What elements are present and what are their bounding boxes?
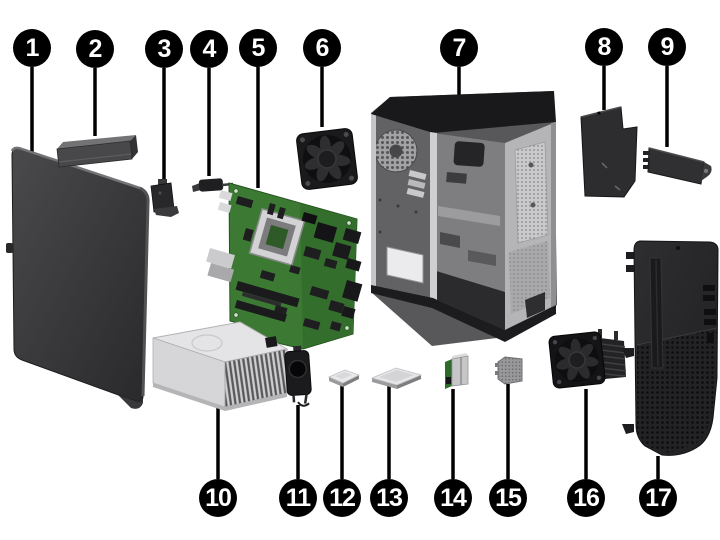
access-panel <box>6 146 150 409</box>
callout-1: 1 <box>13 29 51 67</box>
callout-5-label: 5 <box>251 33 266 62</box>
system-board <box>206 182 363 350</box>
callout-17: 17 <box>639 479 677 517</box>
callout-9: 9 <box>648 28 686 66</box>
leader-lines <box>30 66 669 479</box>
callout-2-label: 2 <box>88 34 103 63</box>
hood-sensor-switch <box>150 179 179 217</box>
expansion-slots <box>234 281 300 323</box>
callout-16-label: 16 <box>573 483 600 512</box>
callout-10-label: 10 <box>205 483 232 512</box>
module-with-bracket <box>445 353 469 389</box>
panel-latch-nub <box>6 243 13 253</box>
callout-14-label: 14 <box>440 483 467 512</box>
callout-8: 8 <box>585 28 623 66</box>
callout-5: 5 <box>239 29 277 67</box>
rear-fan-vent <box>374 129 418 173</box>
callout-13-label: 13 <box>376 483 403 512</box>
callout-9-label: 9 <box>660 32 675 61</box>
callout-6: 6 <box>303 29 341 67</box>
rear-io-connectors <box>206 190 235 283</box>
callout-14: 14 <box>434 479 472 517</box>
callout-12-label: 12 <box>329 483 356 512</box>
callout-11-label: 11 <box>285 483 311 512</box>
callout-6-label: 6 <box>315 33 330 62</box>
callout-13: 13 <box>370 479 408 517</box>
callout-11: 11 <box>279 479 317 517</box>
power-supply <box>152 321 289 411</box>
chassis <box>371 91 557 346</box>
cover-bracket <box>643 147 712 185</box>
board-chips <box>235 196 352 332</box>
speaker <box>284 345 312 407</box>
callout-15: 15 <box>489 479 527 517</box>
expansion-slot-covers <box>406 169 427 198</box>
psu-cutout <box>386 246 424 284</box>
baffle-plate <box>580 106 638 198</box>
callout-1-label: 1 <box>25 33 40 62</box>
bezel-port-cutouts <box>703 285 716 343</box>
callout-7: 7 <box>440 29 478 67</box>
callout-2: 2 <box>76 30 114 68</box>
callout-3-label: 3 <box>157 34 172 63</box>
heat-sink-fan-assembly <box>548 329 627 389</box>
chassis-fan <box>296 128 358 190</box>
callout-3: 3 <box>145 30 183 68</box>
perforated-bracket <box>495 356 523 385</box>
callout-4: 4 <box>190 30 228 68</box>
cpu-socket <box>248 207 306 267</box>
callout-17-label: 17 <box>645 483 672 512</box>
callout-7-label: 7 <box>452 33 467 62</box>
callout-16: 16 <box>567 479 605 517</box>
flat-module-small <box>327 369 361 387</box>
callout-12: 12 <box>323 479 361 517</box>
board-headers <box>341 228 363 319</box>
front-bezel <box>622 240 719 456</box>
flat-module-large <box>370 367 423 389</box>
callout-4-label: 4 <box>202 34 217 63</box>
drive-bay-blank <box>56 135 138 168</box>
callout-15-label: 15 <box>495 483 522 512</box>
thermal-sensor <box>192 178 234 192</box>
interior-cutout <box>453 141 485 167</box>
callout-8-label: 8 <box>597 32 612 61</box>
callout-10: 10 <box>199 479 237 517</box>
